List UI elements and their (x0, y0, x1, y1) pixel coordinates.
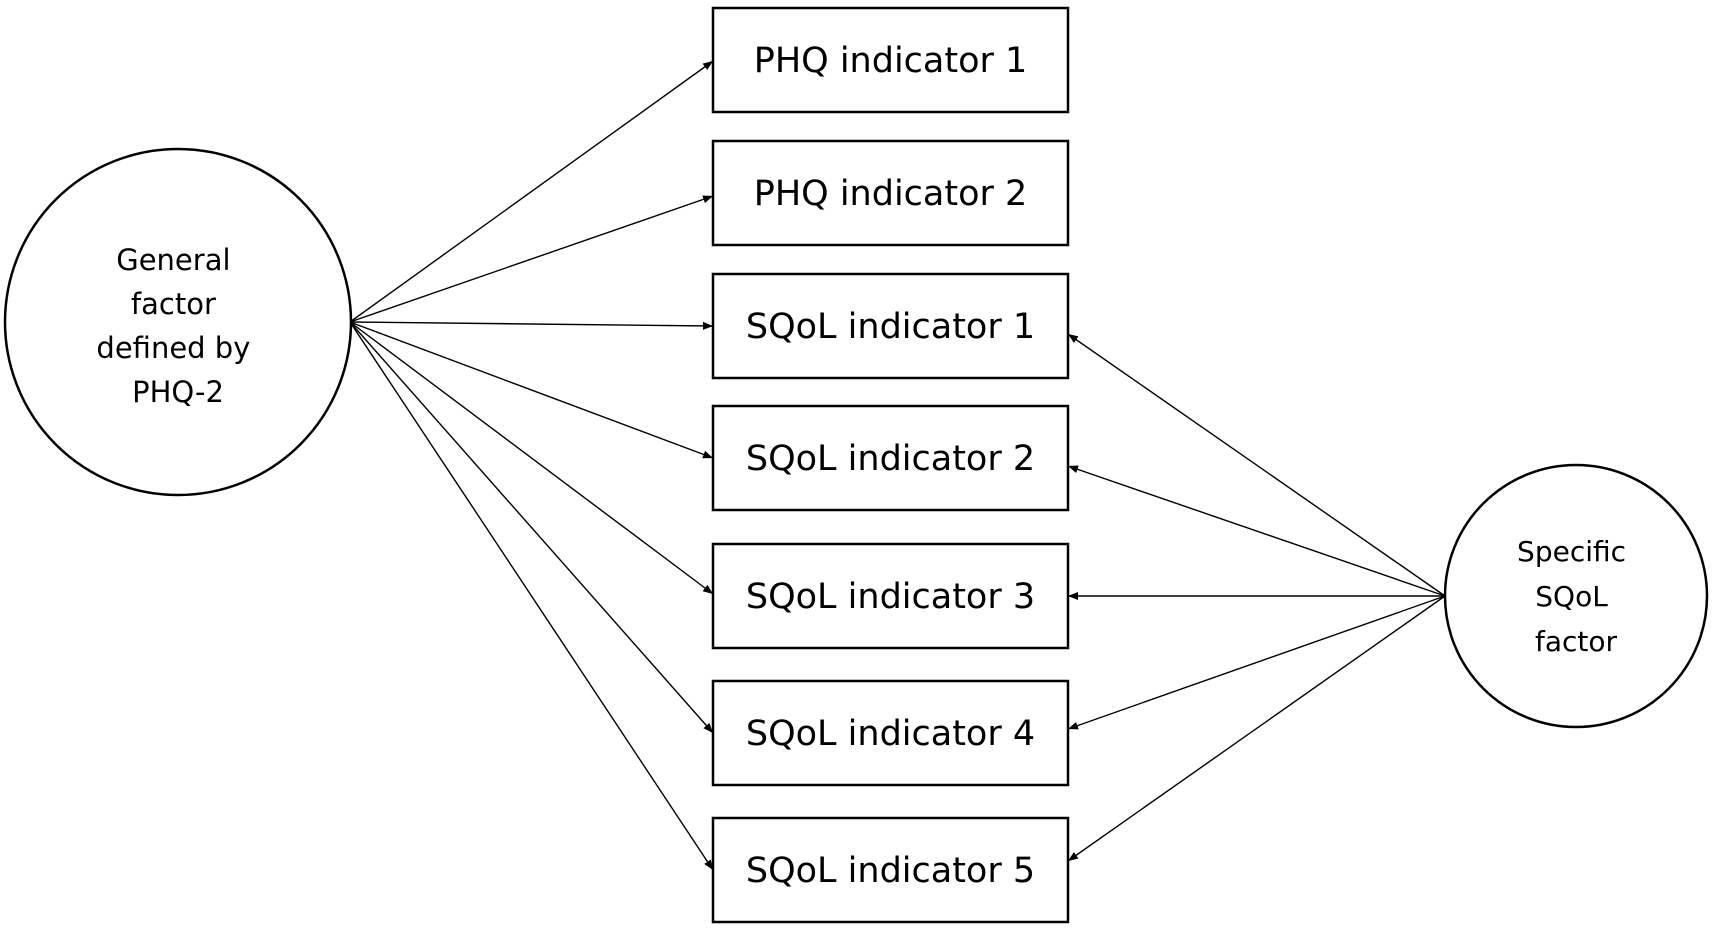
general-factor-label-line: PHQ-2 (132, 375, 224, 409)
specific-factor-label-line: Specific (1517, 535, 1626, 568)
general-factor-label-line: defined by (96, 331, 250, 365)
specific-loading-arrow (1067, 595, 1446, 862)
general-loading-arrow (349, 321, 714, 459)
indicator-box-rect (711, 272, 1070, 380)
specific-loading-arrow (1067, 333, 1446, 597)
indicator-box: SQoL indicator 2 (711, 404, 1070, 512)
general-loading-arrow (349, 321, 714, 330)
specific-factor-label: Specific SQoL factor (1517, 535, 1635, 658)
indicator-box: SQoL indicator 5 (711, 816, 1070, 924)
specific-factor-label-line: factor (1535, 625, 1618, 658)
indicator-box: PHQ indicator 1 (711, 6, 1070, 114)
indicator-box-rect (711, 816, 1070, 924)
general-loading-arrow (349, 321, 714, 871)
specific-loading-arrow (1067, 595, 1446, 730)
general-loading-arrow (349, 321, 714, 734)
indicator-label: PHQ indicator 1 (754, 41, 1028, 81)
general-factor-label-line: General (116, 243, 230, 277)
indicator-label: SQoL indicator 3 (746, 577, 1035, 617)
general-factor-circle (3, 147, 353, 497)
indicator-box-rect (711, 6, 1070, 114)
general-factor-node: General factor defined by PHQ-2 (3, 147, 353, 497)
specific-factor-circle (1443, 463, 1709, 729)
indicator-label: SQoL indicator 5 (746, 851, 1035, 891)
indicator-box: SQoL indicator 3 (711, 542, 1070, 650)
indicator-box-rect (711, 542, 1070, 650)
specific-factor-label-line: SQoL (1535, 580, 1608, 613)
indicator-label: PHQ indicator 2 (754, 174, 1028, 214)
arrows-layer (349, 60, 1446, 871)
indicator-box: SQoL indicator 1 (711, 272, 1070, 380)
general-factor-label-line: factor (131, 287, 216, 321)
indicator-box: PHQ indicator 2 (711, 139, 1070, 247)
general-factor-label: General factor defined by PHQ-2 (96, 243, 259, 409)
specific-loading-arrow (1067, 465, 1446, 597)
indicator-label: SQoL indicator 2 (746, 439, 1035, 479)
indicator-label: SQoL indicator 1 (746, 307, 1035, 347)
specific-factor-node: Specific SQoL factor (1443, 463, 1709, 729)
general-loading-arrow (349, 60, 714, 323)
general-loading-arrow (349, 321, 714, 595)
indicator-box-rect (711, 404, 1070, 512)
indicator-box-rect (711, 679, 1070, 787)
indicator-label: SQoL indicator 4 (746, 714, 1035, 754)
indicator-box-rect (711, 139, 1070, 247)
general-loading-arrow (349, 195, 714, 323)
indicator-box: SQoL indicator 4 (711, 679, 1070, 787)
